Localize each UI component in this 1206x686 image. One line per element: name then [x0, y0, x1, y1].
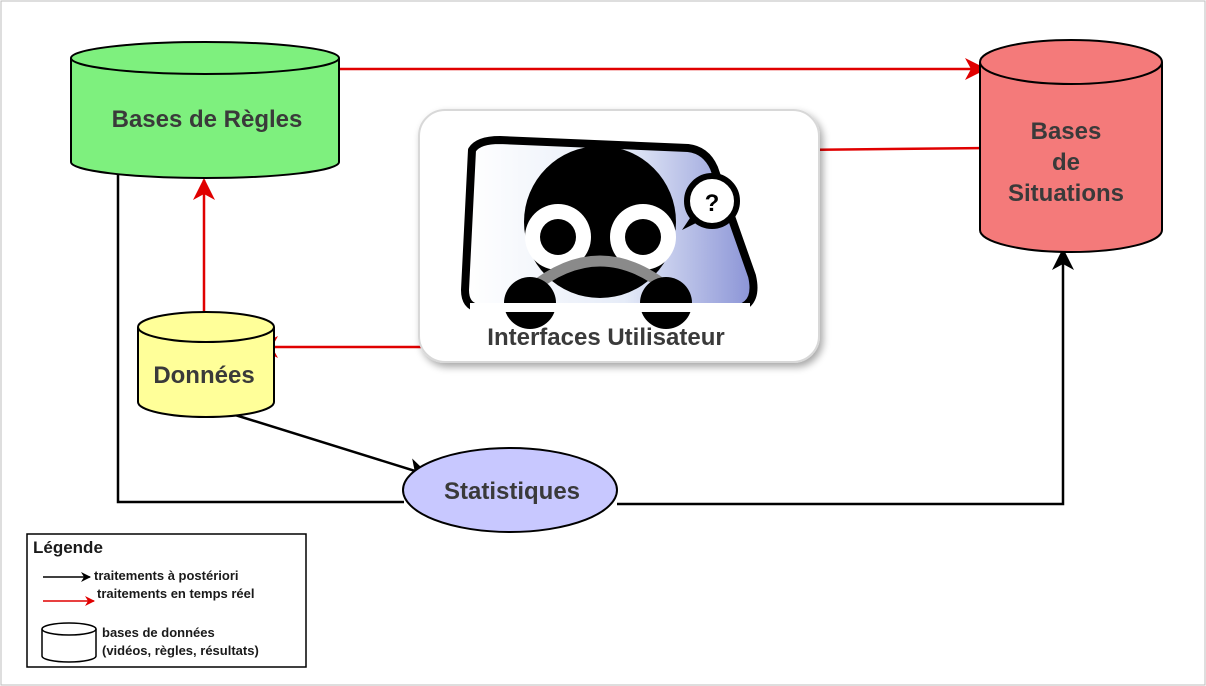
- bases-de-situations-label-line1: Bases: [1031, 118, 1102, 145]
- driver-windshield-picture: ?: [461, 136, 758, 329]
- donnees-label: Données: [153, 362, 254, 389]
- bases-de-regles-cylinder: [70, 58, 340, 179]
- legend: Légende traitements à postériori traitem…: [26, 533, 307, 668]
- node-bases-de-situations: Bases de Situations: [979, 39, 1163, 253]
- bases-de-situations-cylinder: [979, 62, 1163, 253]
- bases-de-situations-label-line2: de: [1052, 149, 1080, 176]
- legend-item-realtime: traitements en temps réel: [97, 586, 255, 601]
- bases-de-situations-label-line3: Situations: [1008, 180, 1124, 207]
- legend-db-line1: bases de données: [102, 625, 215, 640]
- bases-de-situations-cylinder-top: [979, 39, 1163, 85]
- node-interfaces-utilisateur: ? Interfaces Utilisateur: [418, 109, 820, 363]
- steering-wheel: [526, 255, 674, 295]
- donnees-cylinder-top: [137, 311, 275, 343]
- bases-de-regles-label: Bases de Règles: [112, 106, 303, 133]
- node-donnees: Données: [137, 311, 275, 418]
- donnees-cylinder: [137, 327, 275, 418]
- bases-de-regles-cylinder-top: [70, 41, 340, 75]
- legend-db-line2: (vidéos, règles, résultats): [102, 643, 259, 658]
- legend-title: Légende: [33, 538, 103, 557]
- edge-statistiques-to-regles: [107, 148, 404, 504]
- question-mark: ?: [705, 190, 720, 217]
- edge-donnees-to-statistiques: [231, 412, 430, 480]
- node-bases-de-regles: Bases de Règles: [70, 41, 340, 179]
- interfaces-utilisateur-label: Interfaces Utilisateur: [487, 324, 724, 351]
- edge-situations-to-interfaces: [793, 138, 991, 161]
- legend-db-icon: [41, 622, 97, 663]
- question-bubble: [684, 173, 740, 229]
- legend-item-posteriori: traitements à postériori: [94, 568, 239, 583]
- edge-statistiques-to-situations: [617, 248, 1074, 506]
- node-statistiques: Statistiques: [402, 447, 618, 533]
- statistiques-ellipse: [402, 447, 618, 533]
- statistiques-label: Statistiques: [444, 478, 580, 505]
